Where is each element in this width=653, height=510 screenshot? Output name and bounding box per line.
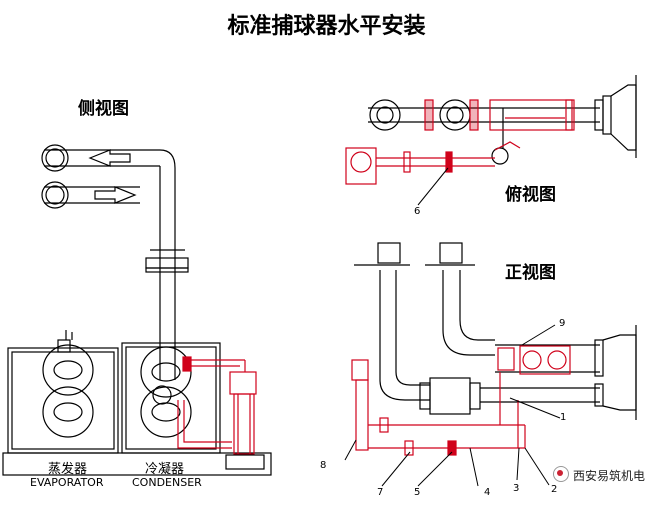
side-outlet-pipe (41, 181, 140, 209)
watermark-text: 西安易筑机电 (572, 469, 645, 483)
front-view-label: 正视图 (505, 263, 556, 283)
front-view-group (354, 242, 637, 420)
callout-4: 4 (484, 487, 491, 498)
evaporator-en-label: EVAPORATOR (30, 476, 104, 489)
top-view-collector (345, 99, 575, 185)
watermark: 西安易筑机电 (552, 466, 645, 484)
side-vertical-riser (145, 240, 189, 380)
front-view-collector (351, 345, 571, 456)
condenser-en-label: CONDENSER (132, 476, 202, 489)
front-leaders (344, 324, 561, 487)
callout-6: 6 (414, 206, 421, 217)
equipment-base (2, 452, 272, 476)
top-view-label: 俯视图 (505, 185, 556, 205)
wechat-logo-icon (552, 466, 569, 482)
evaporator-unit (7, 330, 119, 454)
top-view-group (368, 75, 637, 165)
side-view-label: 侧视图 (78, 99, 129, 119)
callout-8: 8 (320, 460, 327, 471)
callout-9: 9 (559, 318, 566, 329)
evaporator-cn-label: 蒸发器 (48, 462, 88, 477)
condenser-cn-label: 冷凝器 (145, 462, 185, 477)
side-ball-collector (177, 356, 265, 470)
condenser-unit (121, 342, 221, 454)
callout-2: 2 (551, 484, 558, 495)
callout-7: 7 (377, 487, 384, 498)
callout-5: 5 (414, 487, 421, 498)
page-title: 标准捕球器水平安装 (227, 13, 426, 39)
callout-1: 1 (560, 412, 567, 423)
callout-3: 3 (513, 483, 520, 494)
side-inlet-pipe (41, 144, 176, 240)
leader-6 (417, 167, 449, 206)
